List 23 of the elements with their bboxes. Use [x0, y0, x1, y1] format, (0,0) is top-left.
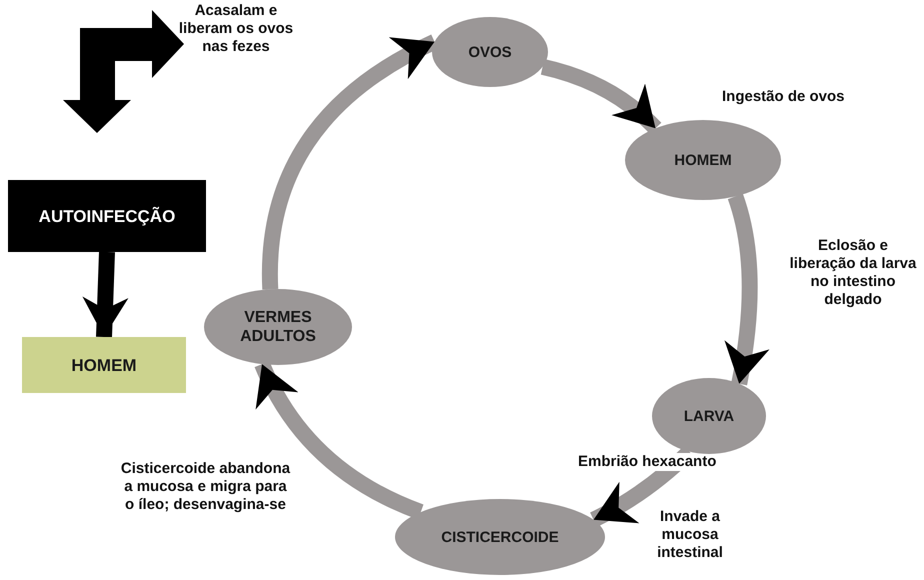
arrow [724, 194, 770, 386]
annotation-text: Ingestão de ovos [722, 88, 846, 106]
stage-name: LARVA [682, 406, 736, 426]
annotation-text: Cisticercoide abandona a mucosa e migra para o íleo; desenvagina-se [120, 460, 292, 514]
process-box [8, 180, 206, 252]
stage-name: VERMES ADULTOS [239, 308, 317, 346]
annotation-text: Eclosão e liberação da larva no intestino delgado [788, 237, 918, 309]
stage-name: AUTOINFECÇÃO [38, 206, 176, 226]
stage-name: HOMEM [70, 356, 138, 374]
stage-ellipse [395, 499, 605, 575]
stage-name: OVOS [467, 42, 513, 62]
stage-name: CISTICERCOIDE [440, 528, 560, 546]
stage-name: HOMEM [673, 150, 733, 170]
stage-ellipse [652, 378, 766, 454]
annotation-text: Acasalam e liberam os ovos nas fezes [178, 2, 294, 56]
annotation-text: Invade a mucosa intestinal [656, 508, 724, 562]
arrow [82, 252, 128, 338]
stage-ellipse [432, 17, 548, 87]
stage-ellipse [625, 120, 781, 200]
stage-ellipse [204, 289, 352, 365]
process-box [22, 337, 186, 393]
arrow [540, 59, 662, 134]
edge-label: Embrião hexacanto [578, 453, 716, 471]
